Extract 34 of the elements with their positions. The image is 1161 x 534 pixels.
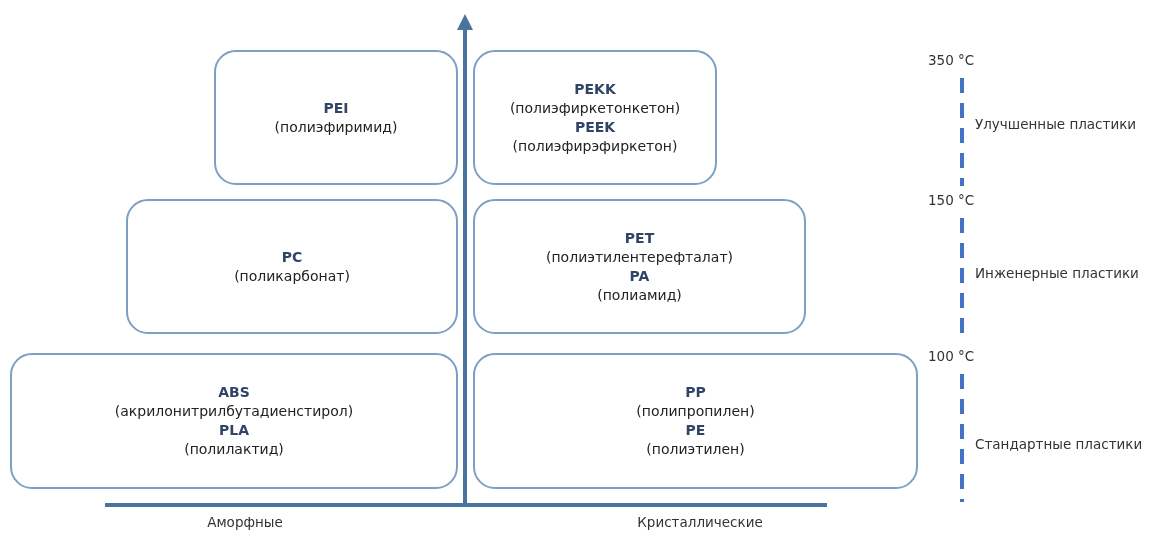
category-label: Стандартные пластики bbox=[975, 436, 1143, 452]
polymer-abbreviation: PP bbox=[685, 383, 706, 402]
polymer-name: (полиэтилен) bbox=[646, 440, 745, 459]
polymer-abbreviation: PET bbox=[624, 228, 655, 248]
polymer-name: (полилактид) bbox=[184, 440, 284, 459]
polymer-abbreviation: PEKK bbox=[574, 79, 616, 99]
category-label: Улучшенные пластики bbox=[975, 116, 1137, 132]
temperature-label: 100 °C bbox=[928, 348, 975, 364]
category-label: Инженерные пластики bbox=[975, 265, 1139, 281]
polymer-name: (полиэфиркетонкетон) bbox=[509, 98, 681, 118]
axis-label: Аморфные bbox=[207, 514, 283, 530]
polymer-abbreviation: PA bbox=[629, 266, 650, 286]
rounded-box bbox=[473, 353, 918, 489]
polymer-name: (полиамид) bbox=[597, 285, 682, 305]
rounded-box bbox=[126, 199, 458, 334]
temperature-label: 350 °C bbox=[928, 52, 975, 68]
polymer-abbreviation: ABS bbox=[218, 383, 250, 402]
polymer-name: (полипропилен) bbox=[636, 402, 755, 421]
polymer-abbreviation: PE bbox=[685, 421, 706, 440]
polymer-name: (поликарбонат) bbox=[234, 266, 350, 286]
polymer-name: (акрилонитрилбутадиенстирол) bbox=[114, 402, 354, 421]
polymer-name: (полиэтилентерефталат) bbox=[546, 247, 733, 267]
polymer-abbreviation: PEI bbox=[323, 98, 349, 118]
polymer-name: (полиэфирэфиркетон) bbox=[512, 136, 678, 156]
rounded-box bbox=[473, 50, 717, 185]
rounded-box bbox=[473, 199, 806, 334]
polymer-abbreviation: PEEK bbox=[574, 117, 616, 137]
polymer-name: (полиэфиримид) bbox=[274, 117, 398, 137]
axis-label: Кристаллические bbox=[637, 514, 763, 530]
polymer-abbreviation: PC bbox=[281, 247, 303, 267]
temperature-label: 150 °C bbox=[928, 192, 975, 208]
rounded-box bbox=[214, 50, 458, 185]
rounded-box bbox=[10, 353, 458, 489]
polymer-abbreviation: PLA bbox=[219, 421, 249, 440]
